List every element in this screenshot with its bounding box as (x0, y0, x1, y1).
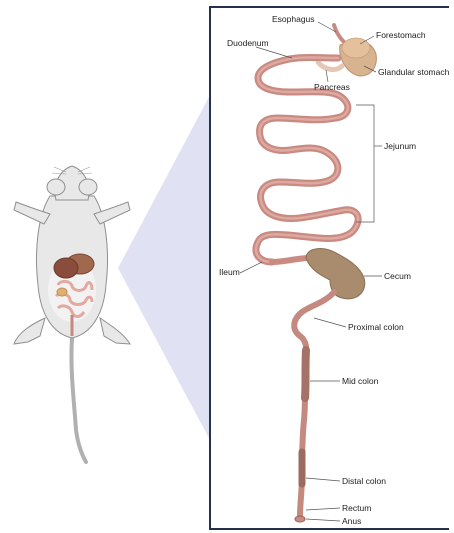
mouse-right-foreleg (94, 202, 130, 224)
anus-marker (295, 516, 305, 522)
label-mid-colon: Mid colon (342, 377, 378, 386)
label-glandular-stomach: Glandular stomach (378, 68, 449, 77)
mouse-illustration (14, 166, 130, 462)
leader-distal-colon (306, 478, 340, 481)
mouse-cecum-organ (57, 288, 67, 296)
mouse-tail (71, 338, 86, 462)
leader-duodenum (256, 47, 292, 58)
mouse-left-ear (47, 179, 65, 195)
gi-tract (256, 25, 376, 522)
label-cecum: Cecum (384, 272, 411, 281)
leader-anus (306, 519, 340, 521)
esophagus-tube (334, 25, 344, 42)
label-rectum: Rectum (342, 504, 371, 513)
mouse-left-hindleg (14, 318, 45, 344)
label-proximal-colon: Proximal colon (348, 323, 404, 332)
label-esophagus: Esophagus (272, 15, 315, 24)
jejunum-bracket (356, 105, 374, 222)
leader-proximal-colon (314, 318, 346, 327)
label-jejunum: Jejunum (384, 142, 416, 151)
ileum-segment (272, 258, 310, 262)
mouse-right-ear (79, 179, 97, 195)
mouse-left-foreleg (14, 202, 50, 224)
mid-colon-segment (305, 350, 306, 398)
label-anus: Anus (342, 517, 361, 526)
label-distal-colon: Distal colon (342, 477, 386, 486)
leader-rectum (306, 508, 340, 510)
mouse-liver-organ (54, 258, 78, 278)
zoom-wedge (118, 95, 210, 440)
pancreas-organ (318, 62, 342, 69)
label-forestomach: Forestomach (376, 31, 426, 40)
mouse-right-hindleg (100, 318, 130, 344)
leader-pancreas (326, 70, 328, 82)
label-pancreas: Pancreas (314, 83, 350, 92)
label-duodenum: Duodenum (227, 39, 269, 48)
leader-ileum (240, 262, 262, 273)
label-ileum: Ileum (219, 268, 240, 277)
